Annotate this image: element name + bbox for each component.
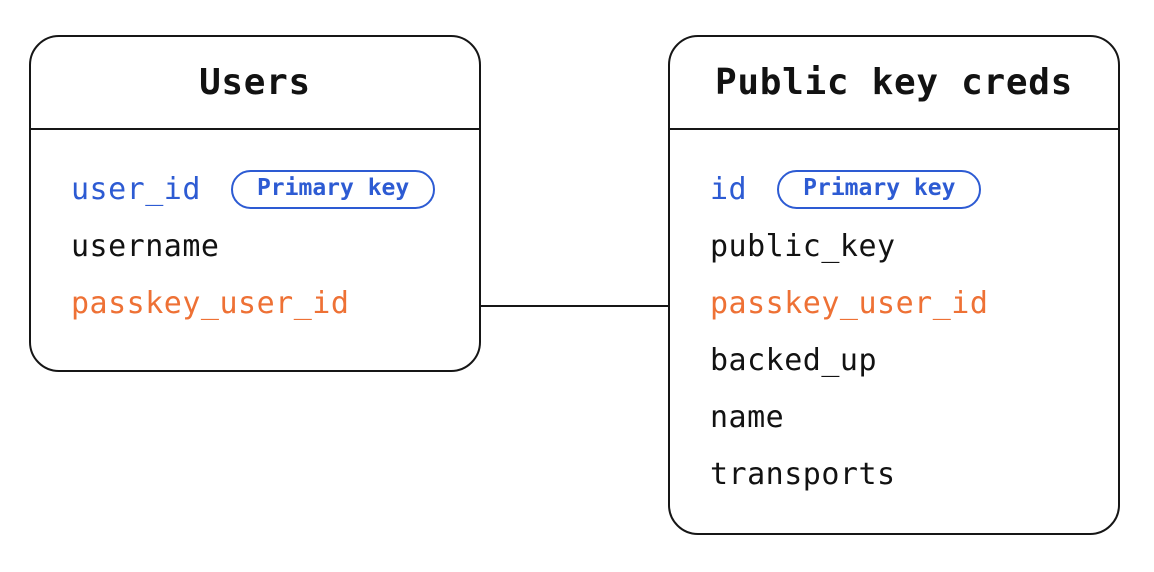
table-users: Users user_id Primary key username passk… — [29, 35, 481, 372]
table-public-key-creds-header: Public key creds — [670, 37, 1118, 130]
relationship-line-passkey-user-id — [481, 305, 668, 307]
field-name-name: name — [710, 400, 785, 435]
field-row-id: id Primary key — [710, 161, 1098, 218]
field-row-username: username — [71, 218, 459, 275]
field-name-backed-up: backed_up — [710, 343, 878, 378]
table-users-title: Users — [199, 62, 311, 103]
field-name-passkey-user-id: passkey_user_id — [71, 286, 350, 321]
field-row-user-id: user_id Primary key — [71, 161, 459, 218]
field-name-user-id: user_id — [71, 172, 201, 207]
field-name-public-key: public_key — [710, 229, 896, 264]
field-row-passkey-user-id: passkey_user_id — [710, 275, 1098, 332]
table-users-fields: user_id Primary key username passkey_use… — [31, 130, 479, 332]
field-row-transports: transports — [710, 446, 1098, 503]
table-public-key-creds: Public key creds id Primary key public_k… — [668, 35, 1120, 535]
field-row-passkey-user-id: passkey_user_id — [71, 275, 459, 332]
table-public-key-creds-title: Public key creds — [715, 62, 1073, 103]
field-name-passkey-user-id: passkey_user_id — [710, 286, 989, 321]
field-name-id: id — [710, 172, 748, 207]
field-row-name: name — [710, 389, 1098, 446]
table-public-key-creds-fields: id Primary key public_key passkey_user_i… — [670, 130, 1118, 503]
field-name-username: username — [71, 229, 220, 264]
field-row-backed-up: backed_up — [710, 332, 1098, 389]
primary-key-badge: Primary key — [230, 169, 436, 210]
primary-key-badge: Primary key — [777, 169, 982, 210]
table-users-header: Users — [31, 37, 479, 130]
field-name-transports: transports — [710, 457, 896, 492]
field-row-public-key: public_key — [710, 218, 1098, 275]
